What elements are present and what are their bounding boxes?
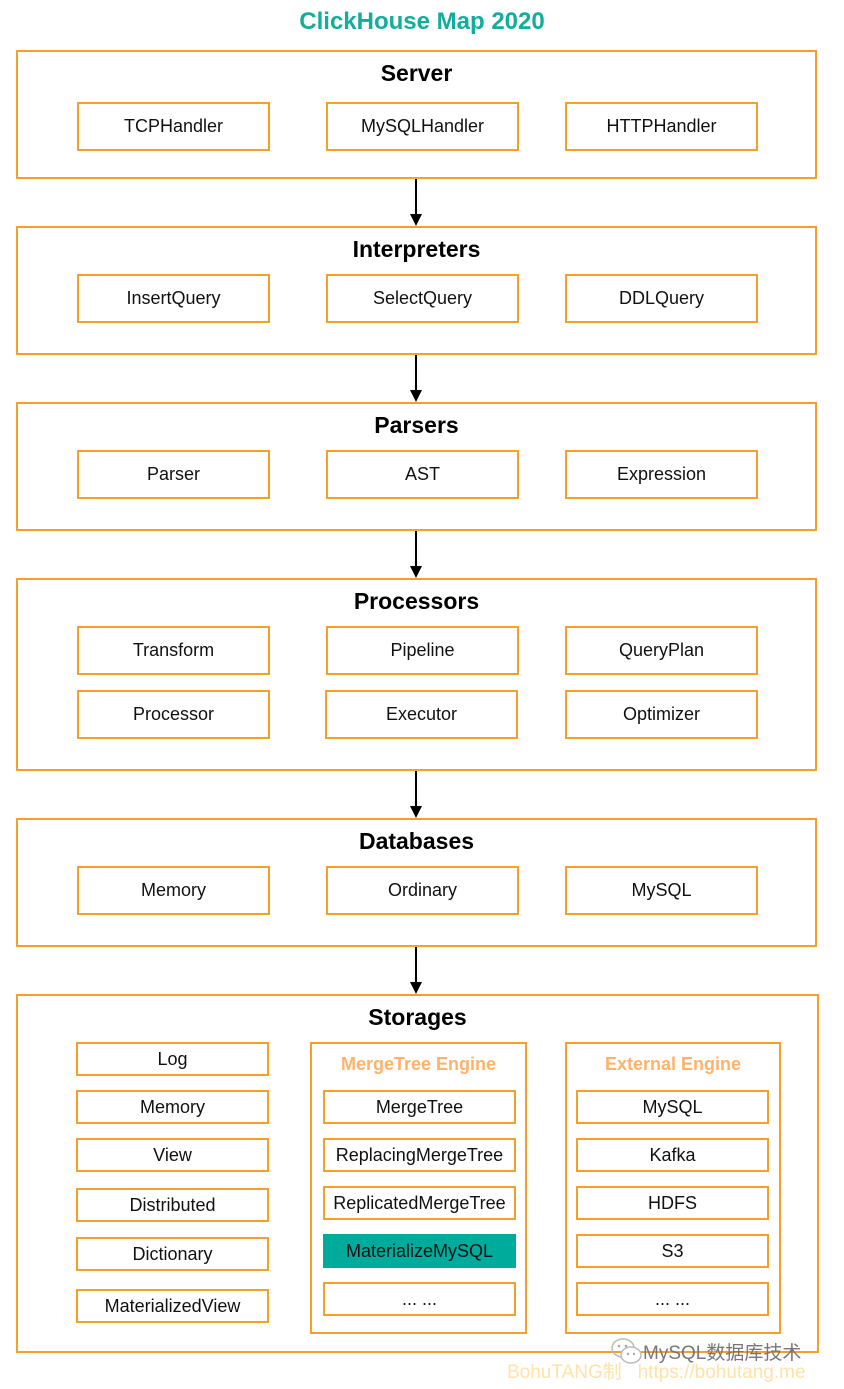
- node-more: ... ...: [323, 1282, 516, 1316]
- arrow-line: [415, 355, 417, 391]
- group-mergetree-engine: MergeTree Engine MergeTree ReplacingMerg…: [310, 1042, 527, 1334]
- node-executor: Executor: [325, 690, 518, 739]
- node-transform: Transform: [77, 626, 270, 675]
- node-dictionary: Dictionary: [76, 1237, 269, 1271]
- node-replacingmergetree: ReplacingMergeTree: [323, 1138, 516, 1172]
- node-queryplan: QueryPlan: [565, 626, 758, 675]
- node-optimizer: Optimizer: [565, 690, 758, 739]
- node-materializemysql-highlighted: MaterializeMySQL: [323, 1234, 516, 1268]
- node-materializedview: MaterializedView: [76, 1289, 269, 1323]
- section-processors: Processors Transform Pipeline QueryPlan …: [16, 578, 817, 771]
- arrow-head: [410, 214, 422, 226]
- node-more: ... ...: [576, 1282, 769, 1316]
- section-interpreters: Interpreters InsertQuery SelectQuery DDL…: [16, 226, 817, 355]
- node-mysql: MySQL: [576, 1090, 769, 1124]
- node-mysql: MySQL: [565, 866, 758, 915]
- arrow-line: [415, 179, 417, 215]
- node-ordinary: Ordinary: [326, 866, 519, 915]
- group-external-engine: External Engine MySQL Kafka HDFS S3 ... …: [565, 1042, 781, 1334]
- node-selectquery: SelectQuery: [326, 274, 519, 323]
- node-replicatedmergetree: ReplicatedMergeTree: [323, 1186, 516, 1220]
- node-memory: Memory: [77, 866, 270, 915]
- section-title: Storages: [368, 1004, 467, 1030]
- section-parsers: Parsers Parser AST Expression: [16, 402, 817, 531]
- node-insertquery: InsertQuery: [77, 274, 270, 323]
- node-parser: Parser: [77, 450, 270, 499]
- section-server: Server TCPHandler MySQLHandler HTTPHandl…: [16, 50, 817, 179]
- diagram-title: ClickHouse Map 2020: [299, 8, 545, 35]
- section-title: Interpreters: [352, 236, 481, 262]
- node-expression: Expression: [565, 450, 758, 499]
- node-mergetree: MergeTree: [323, 1090, 516, 1124]
- node-view: View: [76, 1138, 269, 1172]
- section-title: Databases: [358, 828, 475, 854]
- node-hdfs: HDFS: [576, 1186, 769, 1220]
- section-title: Server: [380, 60, 453, 86]
- watermark-credit: BohuTANG制 https://bohutang.me: [507, 1357, 806, 1384]
- wechat-icon: [611, 1338, 642, 1364]
- watermark-url: https://bohutang.me: [637, 1362, 806, 1383]
- arrow-head: [410, 982, 422, 994]
- node-kafka: Kafka: [576, 1138, 769, 1172]
- node-mysqlhandler: MySQLHandler: [326, 102, 519, 151]
- node-httphandler: HTTPHandler: [565, 102, 758, 151]
- node-tcphandler: TCPHandler: [77, 102, 270, 151]
- section-title: Processors: [353, 588, 480, 614]
- node-distributed: Distributed: [76, 1188, 269, 1222]
- node-s3: S3: [576, 1234, 769, 1268]
- watermark-author: BohuTANG制: [507, 1362, 622, 1383]
- arrow-line: [415, 771, 417, 807]
- section-databases: Databases Memory Ordinary MySQL: [16, 818, 817, 947]
- node-pipeline: Pipeline: [326, 626, 519, 675]
- node-ddlquery: DDLQuery: [565, 274, 758, 323]
- arrow-head: [410, 390, 422, 402]
- section-title: Parsers: [374, 412, 459, 438]
- node-ast: AST: [326, 450, 519, 499]
- section-storages: Storages Log Memory View Distributed Dic…: [16, 994, 819, 1353]
- watermark-account: MySQL数据库技术: [643, 1343, 802, 1364]
- node-processor: Processor: [77, 690, 270, 739]
- node-memory: Memory: [76, 1090, 269, 1124]
- arrow-line: [415, 947, 417, 983]
- arrow-head: [410, 806, 422, 818]
- arrow-head: [410, 566, 422, 578]
- group-title: External Engine: [604, 1054, 742, 1074]
- node-log: Log: [76, 1042, 269, 1076]
- group-title: MergeTree Engine: [340, 1054, 497, 1074]
- arrow-line: [415, 531, 417, 567]
